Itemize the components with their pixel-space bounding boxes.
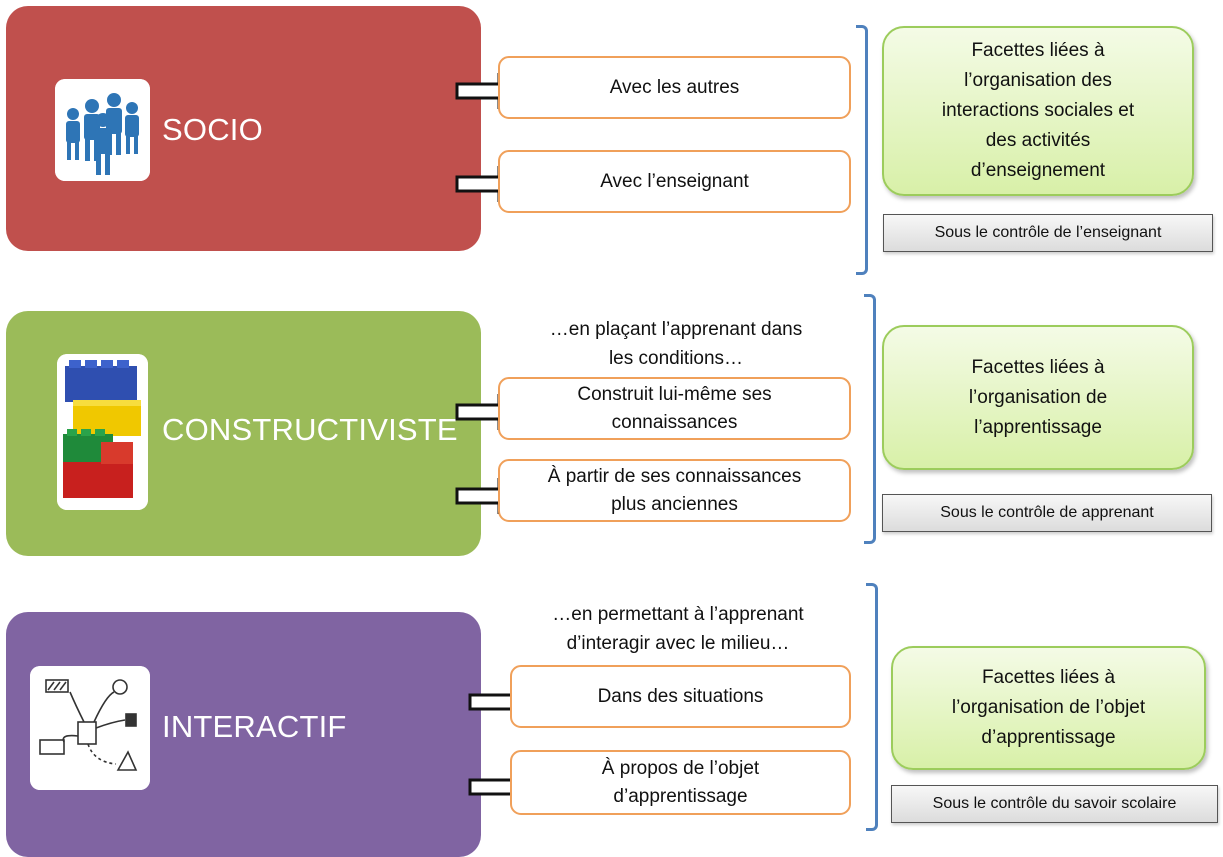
interactif-item-situations: Dans des situations [510,665,851,728]
constructiviste-block: CONSTRUCTIVISTE [6,311,481,556]
item-line: connaissances [611,411,738,433]
people-group-icon [55,79,150,181]
constructiviste-control-label: Sous le contrôle de apprenant [882,494,1212,532]
socio-item-teacher: Avec l’enseignant [498,150,851,213]
constructiviste-item-builds: Construit lui-même ses connaissances [498,377,851,440]
intro-line: …en permettant à l’apprenant [552,604,804,625]
facet-line: Facettes liées à [971,40,1105,61]
constructiviste-item-prior: À partir de ses connaissances plus ancie… [498,459,851,522]
interactif-title: INTERACTIF [162,709,347,744]
interactif-facet-box: Facettes liées à l’organisation de l’obj… [891,646,1206,770]
socio-facet-box: Facettes liées à l’organisation des inte… [882,26,1194,196]
item-line: plus anciennes [611,493,738,515]
socio-block: SOCIO [6,6,481,251]
facet-line: Facettes liées à [981,667,1116,688]
intro-line: …en plaçant l’apprenant dans [549,319,803,340]
facet-line: l’apprentissage [974,416,1102,438]
intro-line: les conditions… [608,348,744,369]
socio-item-others-label: Avec les autres [609,76,740,98]
facet-line: des activités [985,130,1091,151]
constructiviste-bracket [864,294,876,544]
constructiviste-title: CONSTRUCTIVISTE [162,412,458,447]
constructiviste-intro: …en plaçant l’apprenant dans les conditi… [506,315,846,373]
item-line: Construit lui-même ses [577,383,772,405]
socio-item-others: Avec les autres [498,56,851,119]
facet-line: d’enseignement [970,160,1106,181]
socio-bracket [856,25,868,275]
interactif-intro: …en permettant à l’apprenant d’interagir… [508,600,848,658]
interaction-sketch-icon [30,666,150,790]
interactif-item-object: À propos de l’objet d’apprentissage [510,750,851,815]
item-line: d’apprentissage [613,785,748,807]
socio-title: SOCIO [162,112,263,147]
constructiviste-facet-box: Facettes liées à l’organisation de l’app… [882,325,1194,470]
lego-bricks-icon [57,354,148,510]
socio-item-teacher-label: Avec l’enseignant [600,170,749,192]
item-line: À partir de ses connaissances [547,465,802,487]
interactif-control-label: Sous le contrôle du savoir scolaire [891,785,1218,823]
facet-line: l’organisation de l’objet [951,697,1146,718]
facet-line: l’organisation de [968,386,1108,408]
item-line: À propos de l’objet [601,757,760,779]
facet-line: l’organisation des [964,70,1112,91]
intro-line: d’interagir avec le milieu… [566,633,790,654]
facet-line: interactions sociales et [941,100,1135,121]
socio-control-label: Sous le contrôle de l’enseignant [883,214,1213,252]
interactif-block: INTERACTIF [6,612,481,857]
facet-line: d’apprentissage [981,727,1116,748]
interactif-bracket [866,583,878,831]
item-line: Dans des situations [597,685,764,707]
facet-line: Facettes liées à [971,356,1105,378]
